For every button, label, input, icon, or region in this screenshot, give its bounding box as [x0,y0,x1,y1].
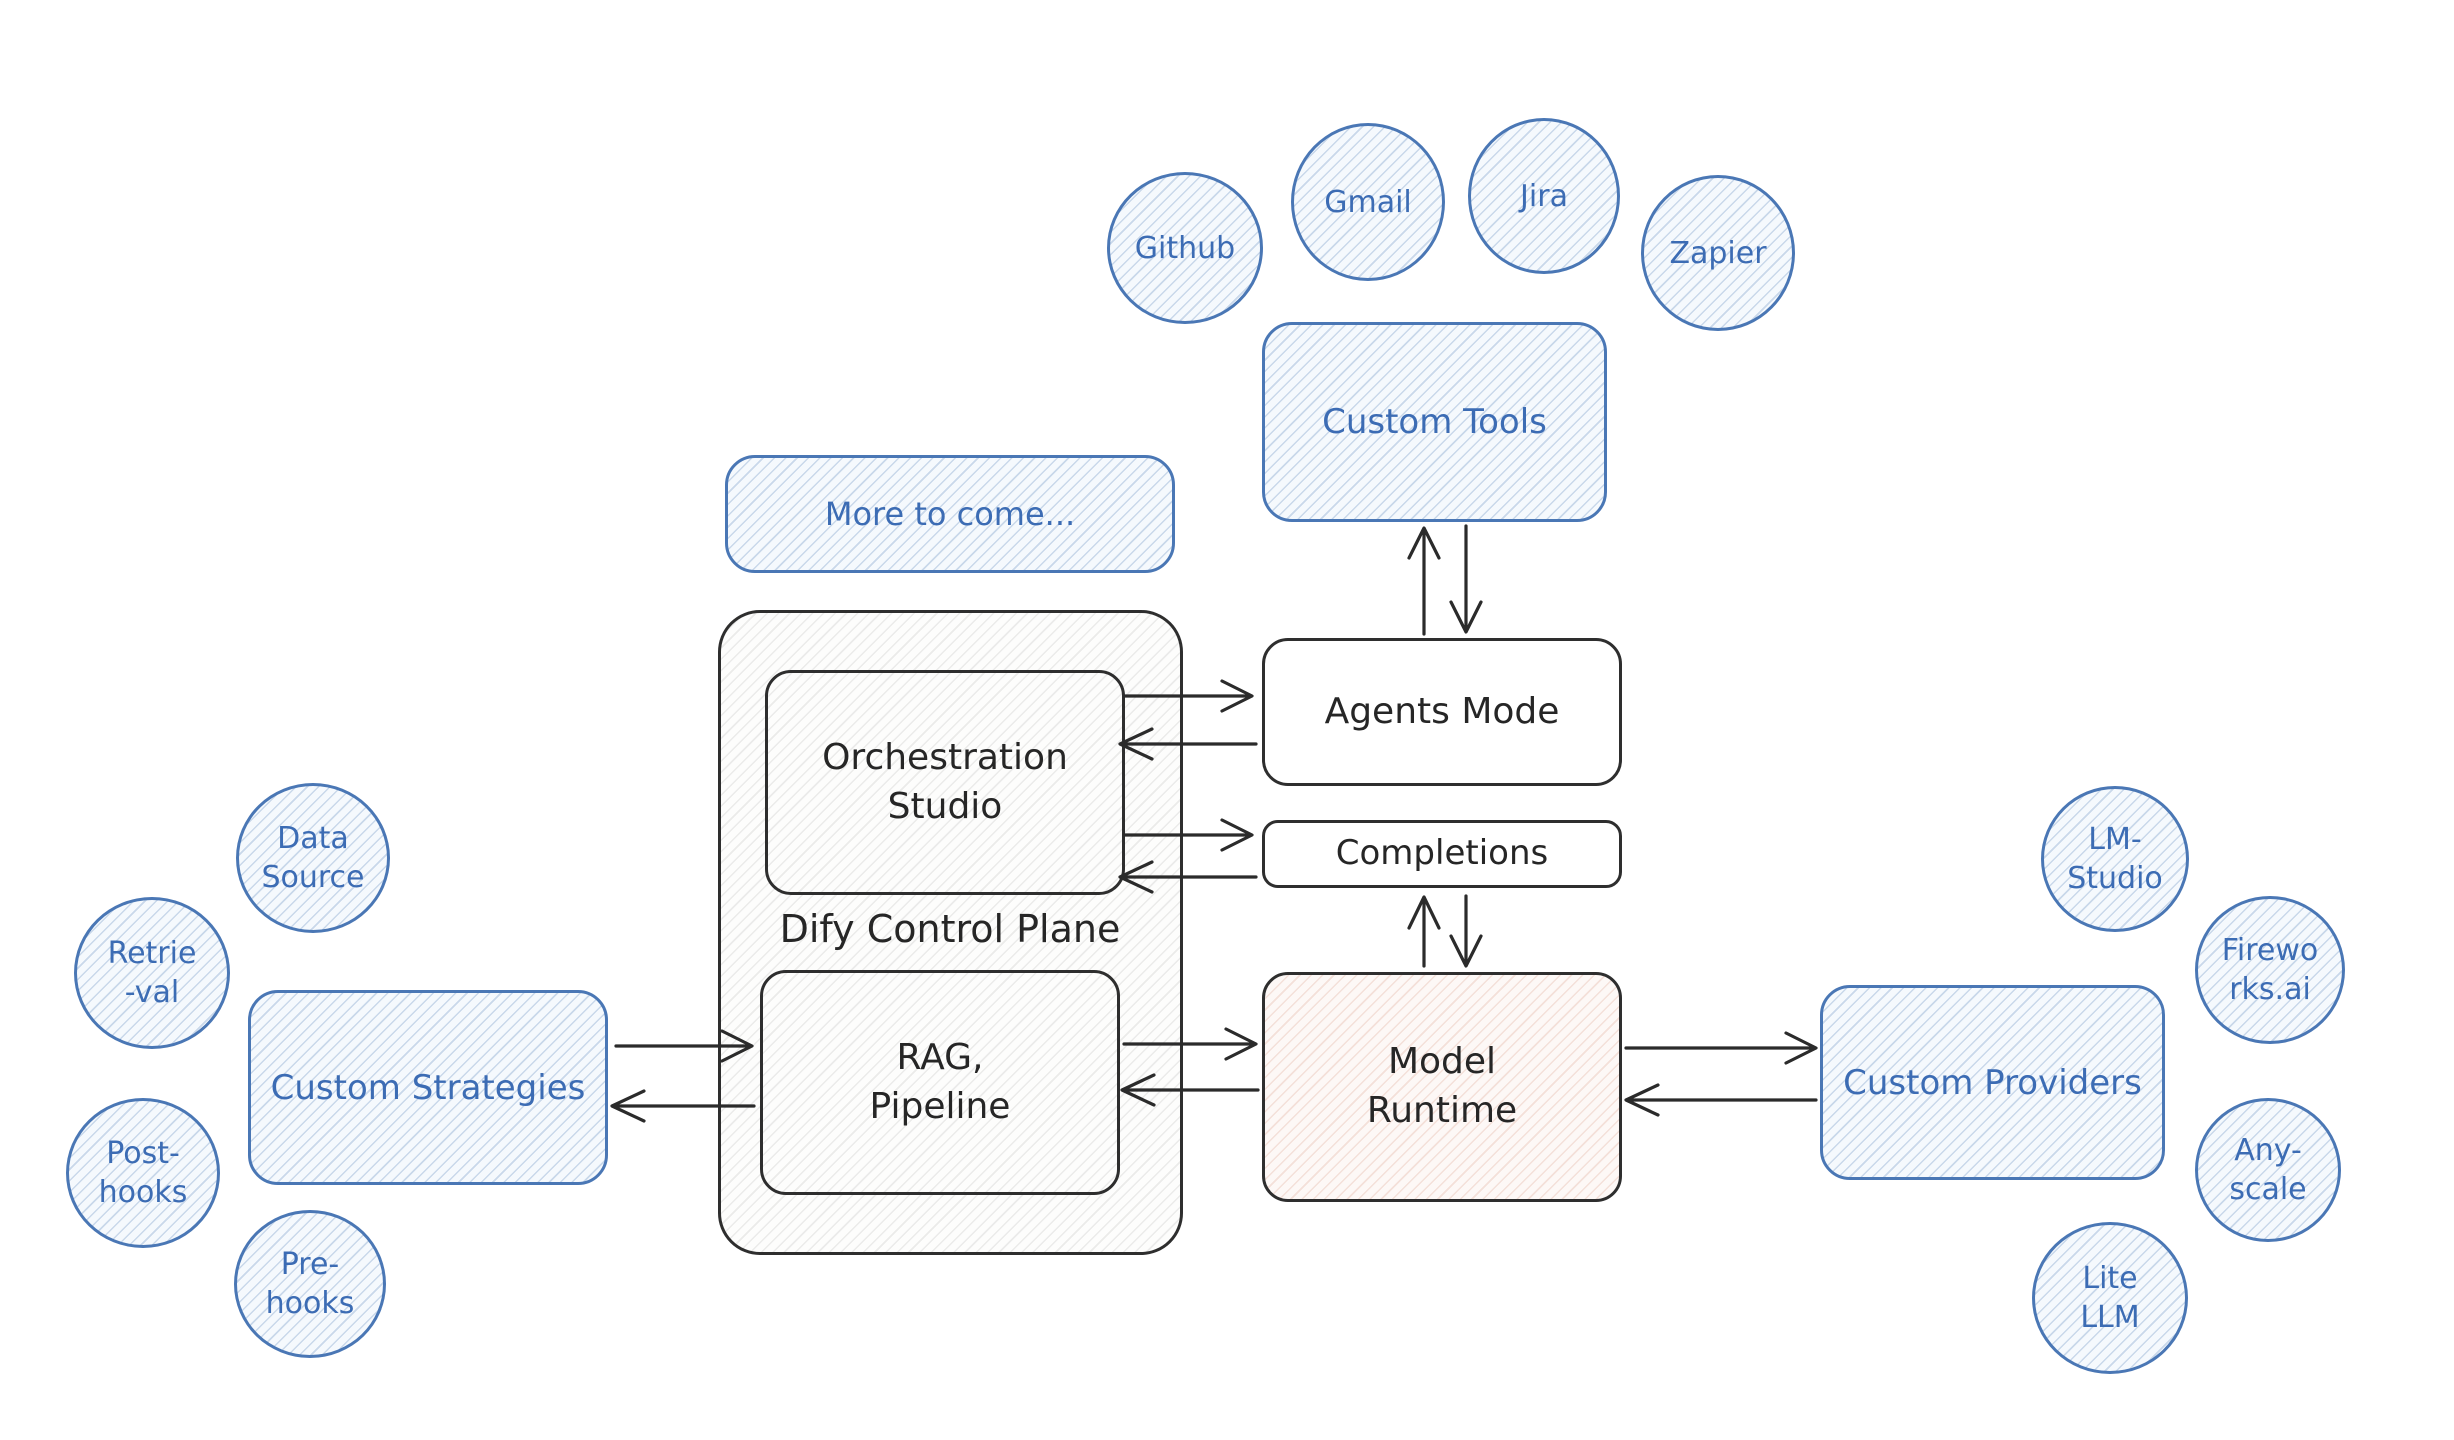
node-pre-hooks-label: Pre- hooks [265,1247,355,1321]
node-completions-label: Completions [1335,833,1549,874]
node-more-to-come: More to come... [725,455,1175,573]
node-lite-llm: Lite LLM [2032,1222,2188,1374]
node-custom-providers-label: Custom Providers [1843,1062,2142,1103]
node-anyscale: Any- scale [2195,1098,2341,1242]
node-gmail: Gmail [1291,123,1445,281]
dify-control-plane-label: Dify Control Plane [779,907,1121,951]
node-anyscale-label: Any- scale [2229,1133,2307,1207]
arrow-agents-to-custom-tools [1407,526,1441,636]
node-orchestration-studio-label: Orchestration Studio [822,736,1068,827]
node-github-label: Github [1134,230,1236,266]
node-rag-pipeline: RAG, Pipeline [760,970,1120,1195]
node-model-runtime-label: Model Runtime [1366,1041,1518,1131]
node-retrieval-label: Retrie -val [107,936,197,1010]
node-custom-providers: Custom Providers [1820,985,2165,1180]
node-gmail-label: Gmail [1324,184,1412,220]
arrow-model-to-completions [1407,895,1441,968]
node-custom-strategies-label: Custom Strategies [270,1067,586,1108]
node-data-source: Data Source [236,783,390,933]
node-pre-hooks: Pre- hooks [234,1210,386,1358]
node-post-hooks: Post- hooks [66,1098,220,1248]
arrow-custom-tools-to-agents [1449,524,1483,634]
node-agents-mode-label: Agents Mode [1324,690,1560,732]
node-data-source-label: Data Source [261,821,365,895]
arrow-model-to-providers [1624,1031,1818,1065]
node-zapier: Zapier [1641,175,1795,331]
node-custom-tools-label: Custom Tools [1322,402,1547,442]
node-zapier-label: Zapier [1669,235,1767,271]
node-custom-tools: Custom Tools [1262,322,1607,522]
node-jira-label: Jira [1520,178,1568,214]
arrow-completions-to-model [1449,894,1483,968]
node-agents-mode: Agents Mode [1262,638,1622,786]
node-post-hooks-label: Post- hooks [98,1136,188,1210]
node-more-to-come-label: More to come... [824,495,1076,533]
node-fireworks-ai: Firewo rks.ai [2195,896,2345,1044]
node-github: Github [1107,172,1263,324]
node-orchestration-studio: Orchestration Studio [765,670,1125,895]
node-completions: Completions [1262,820,1622,888]
node-model-runtime: Model Runtime [1262,972,1622,1202]
node-custom-strategies: Custom Strategies [248,990,608,1185]
node-rag-pipeline-label: RAG, Pipeline [869,1036,1011,1127]
arrow-providers-to-model [1624,1083,1818,1117]
node-lite-llm-label: Lite LLM [2080,1261,2140,1335]
node-lm-studio: LM- Studio [2041,786,2189,932]
node-lm-studio-label: LM- Studio [2067,822,2163,896]
node-retrieval: Retrie -val [74,897,230,1049]
node-fireworks-ai-label: Firewo rks.ai [2221,933,2319,1007]
node-jira: Jira [1468,118,1620,274]
